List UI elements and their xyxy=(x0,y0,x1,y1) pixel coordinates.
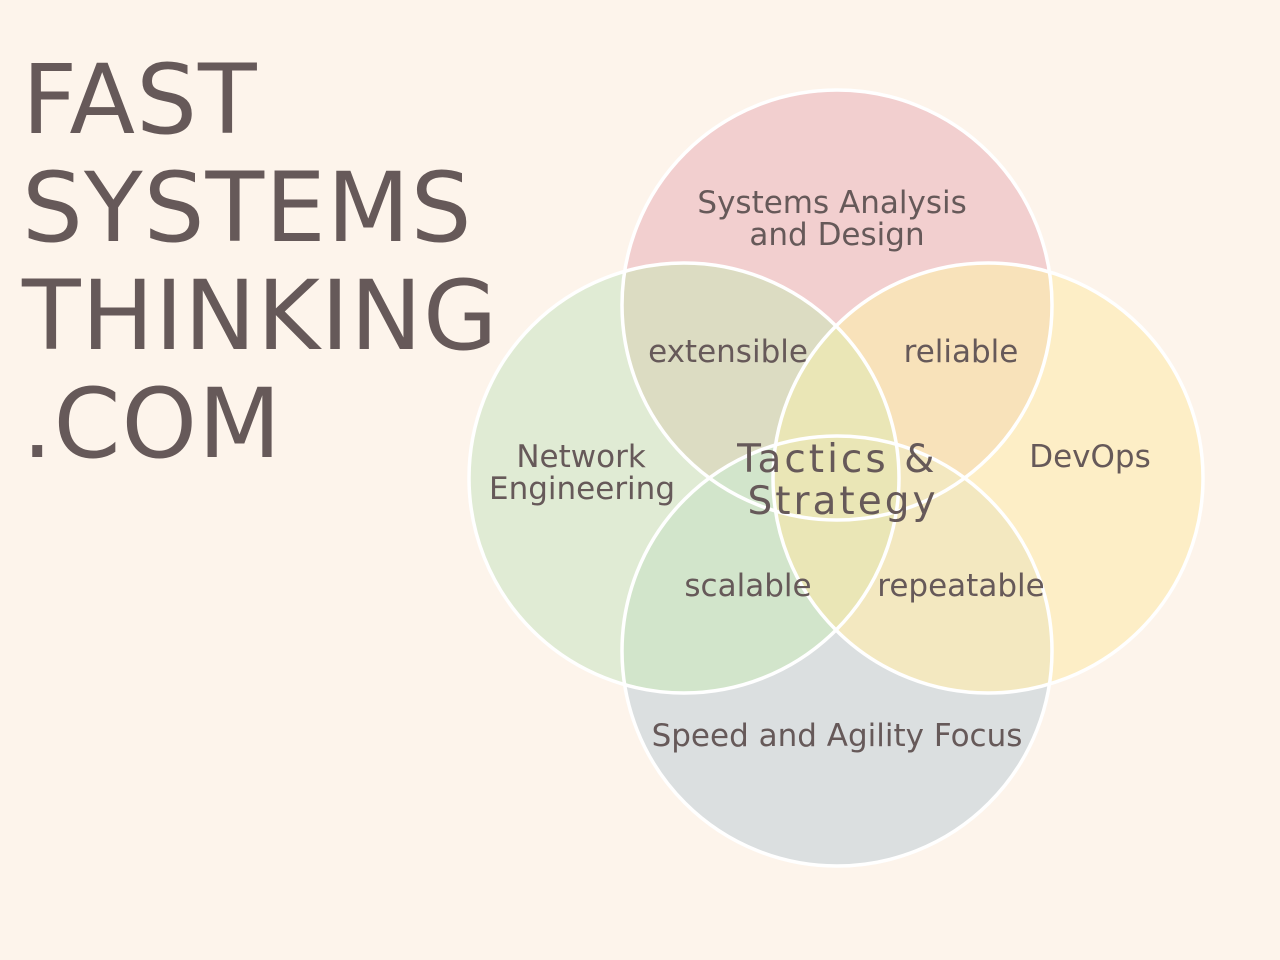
region-labels: Systems Analysis and Design Network Engi… xyxy=(489,185,1151,754)
label-tactics-strategy: Tactics & Strategy xyxy=(736,437,953,524)
site-title: FAST SYSTEMS THINKING .COM xyxy=(22,46,498,478)
label-scalable: scalable xyxy=(684,568,811,604)
site-title-line-2: SYSTEMS xyxy=(22,152,473,264)
venn-outlines xyxy=(467,88,1205,868)
label-reliable: reliable xyxy=(904,334,1019,370)
site-title-line-4: .COM xyxy=(22,368,282,480)
label-systems-analysis: Systems Analysis and Design xyxy=(697,185,976,253)
label-repeatable: repeatable xyxy=(877,568,1044,604)
site-title-line-3: THINKING xyxy=(22,260,499,372)
label-network-engineering: Network Engineering xyxy=(489,439,675,507)
label-extensible: extensible xyxy=(648,334,808,370)
label-devops: DevOps xyxy=(1029,439,1151,475)
label-speed-agility: Speed and Agility Focus xyxy=(652,718,1023,754)
overlap-labels: extensible reliable scalable repeatable xyxy=(648,334,1045,604)
site-title-line-1: FAST xyxy=(22,44,258,156)
